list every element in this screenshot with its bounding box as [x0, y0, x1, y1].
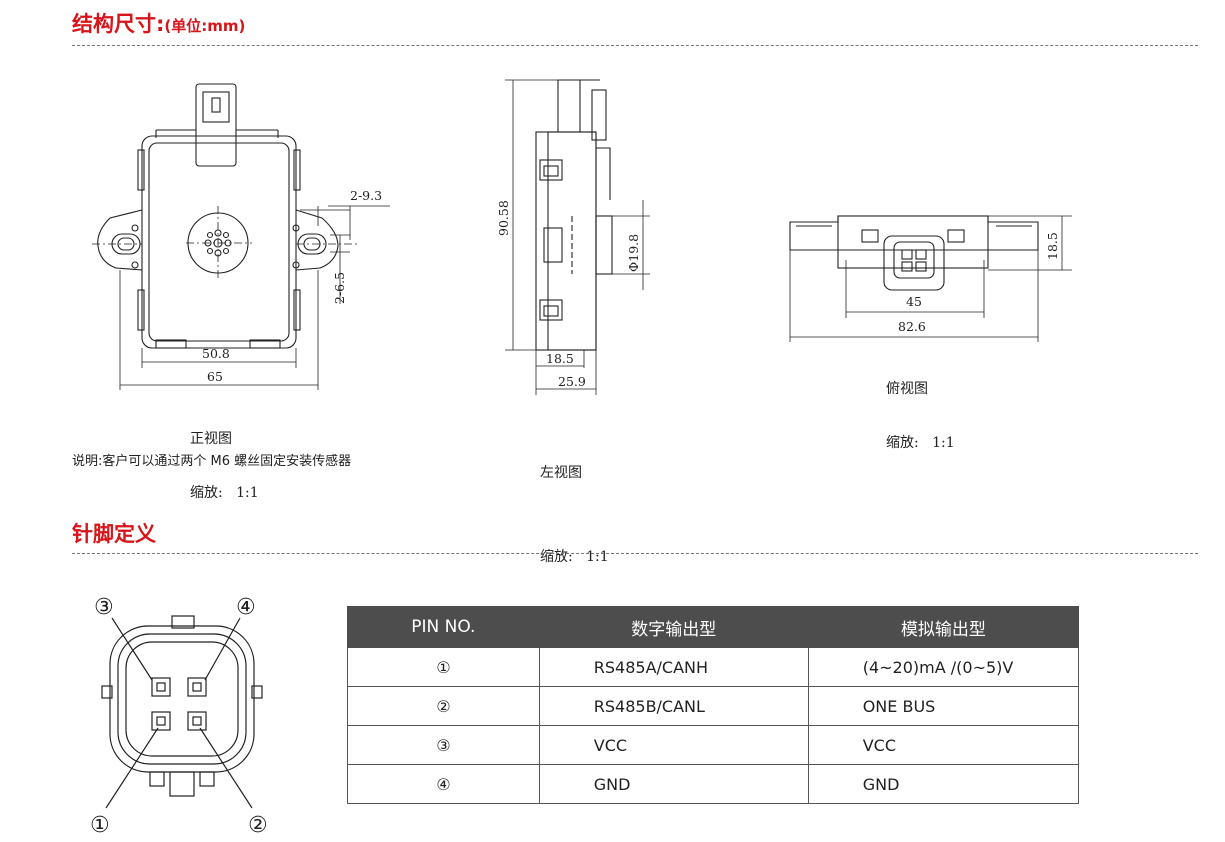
left-view-title: 左视图 [540, 465, 582, 481]
structure-title: 结构尺寸:(单位:mm) [72, 8, 245, 38]
table-row: ④ GND GND [347, 764, 1080, 804]
front-view-title: 正视图 [190, 431, 232, 447]
pin-number: ② [347, 686, 540, 726]
table-row: ③ VCC VCC [347, 725, 1080, 765]
analog-output: GND [807, 764, 1080, 804]
left-view-drawing [535, 79, 613, 351]
left-view-scale-label: 缩放: [540, 549, 573, 565]
digital-output: RS485A/CANH [538, 647, 809, 687]
table-header-row: PIN NO. 数字输出型 模拟输出型 [347, 606, 1080, 648]
pin-number: ④ [347, 764, 540, 804]
digital-output: RS485B/CANL [538, 686, 809, 726]
top-view-caption: 俯视图 缩放: 1:1 [886, 344, 955, 470]
dim-top-height: 18.5 [1045, 232, 1060, 260]
top-view-drawing [789, 215, 1039, 291]
pin-number: ③ [347, 725, 540, 765]
analog-output: ONE BUS [807, 686, 1080, 726]
pin-definition-table: PIN NO. 数字输出型 模拟输出型 ① RS485A/CANH (4~20)… [347, 606, 1080, 804]
dim-connector-width: 45 [906, 294, 922, 309]
front-view-scale-value: 1:1 [236, 485, 259, 501]
divider [72, 553, 1198, 554]
pin-number: ① [347, 647, 540, 687]
dim-outer-width: 65 [207, 369, 223, 384]
pin-connector-drawing [101, 615, 263, 809]
mounting-note: 说明:客户可以通过两个 M6 螺丝固定安装传感器 [72, 454, 352, 469]
left-view-caption: 左视图 缩放: 1:1 [540, 403, 609, 599]
dim-depth-outer: 25.9 [558, 374, 586, 389]
table-row: ② RS485B/CANL ONE BUS [347, 686, 1080, 726]
analog-output: (4~20)mA /(0~5)V [807, 647, 1080, 687]
pin-label-4: ④ [236, 595, 256, 620]
dim-hole-spec: 2-9.3 [350, 188, 382, 203]
dim-slot-spec: 2-6.5 [332, 272, 347, 304]
divider [72, 45, 1198, 46]
header-digital: 数字输出型 [538, 606, 809, 648]
header-analog: 模拟输出型 [807, 606, 1080, 648]
top-view-scale-label: 缩放: [886, 435, 919, 451]
front-view-scale-label: 缩放: [190, 485, 223, 501]
top-view-title: 俯视图 [886, 381, 928, 397]
pin-label-2: ② [248, 813, 268, 838]
table-row: ① RS485A/CANH (4~20)mA /(0~5)V [347, 647, 1080, 687]
left-view-scale-value: 1:1 [586, 549, 609, 565]
front-view-caption: 正视图 缩放: 1:1 [190, 394, 259, 520]
dim-overall-width: 82.6 [898, 319, 926, 334]
digital-output: VCC [538, 725, 809, 765]
pin-label-1: ① [90, 813, 110, 838]
pin-label-3: ③ [94, 595, 114, 620]
dim-inner-width: 50.8 [202, 346, 230, 361]
dim-depth-inner: 18.5 [546, 351, 574, 366]
dim-port-dia: Φ19.8 [626, 234, 641, 272]
structure-unit: (单位:mm) [164, 17, 246, 35]
header-pin-no: PIN NO. [347, 606, 540, 648]
top-view-scale-value: 1:1 [932, 435, 955, 451]
front-view-drawing [97, 83, 339, 349]
digital-output: GND [538, 764, 809, 804]
pins-title: 针脚定义 [72, 522, 156, 546]
analog-output: VCC [807, 725, 1080, 765]
structure-title-text: 结构尺寸: [72, 12, 165, 36]
dim-height: 90.58 [496, 200, 511, 236]
